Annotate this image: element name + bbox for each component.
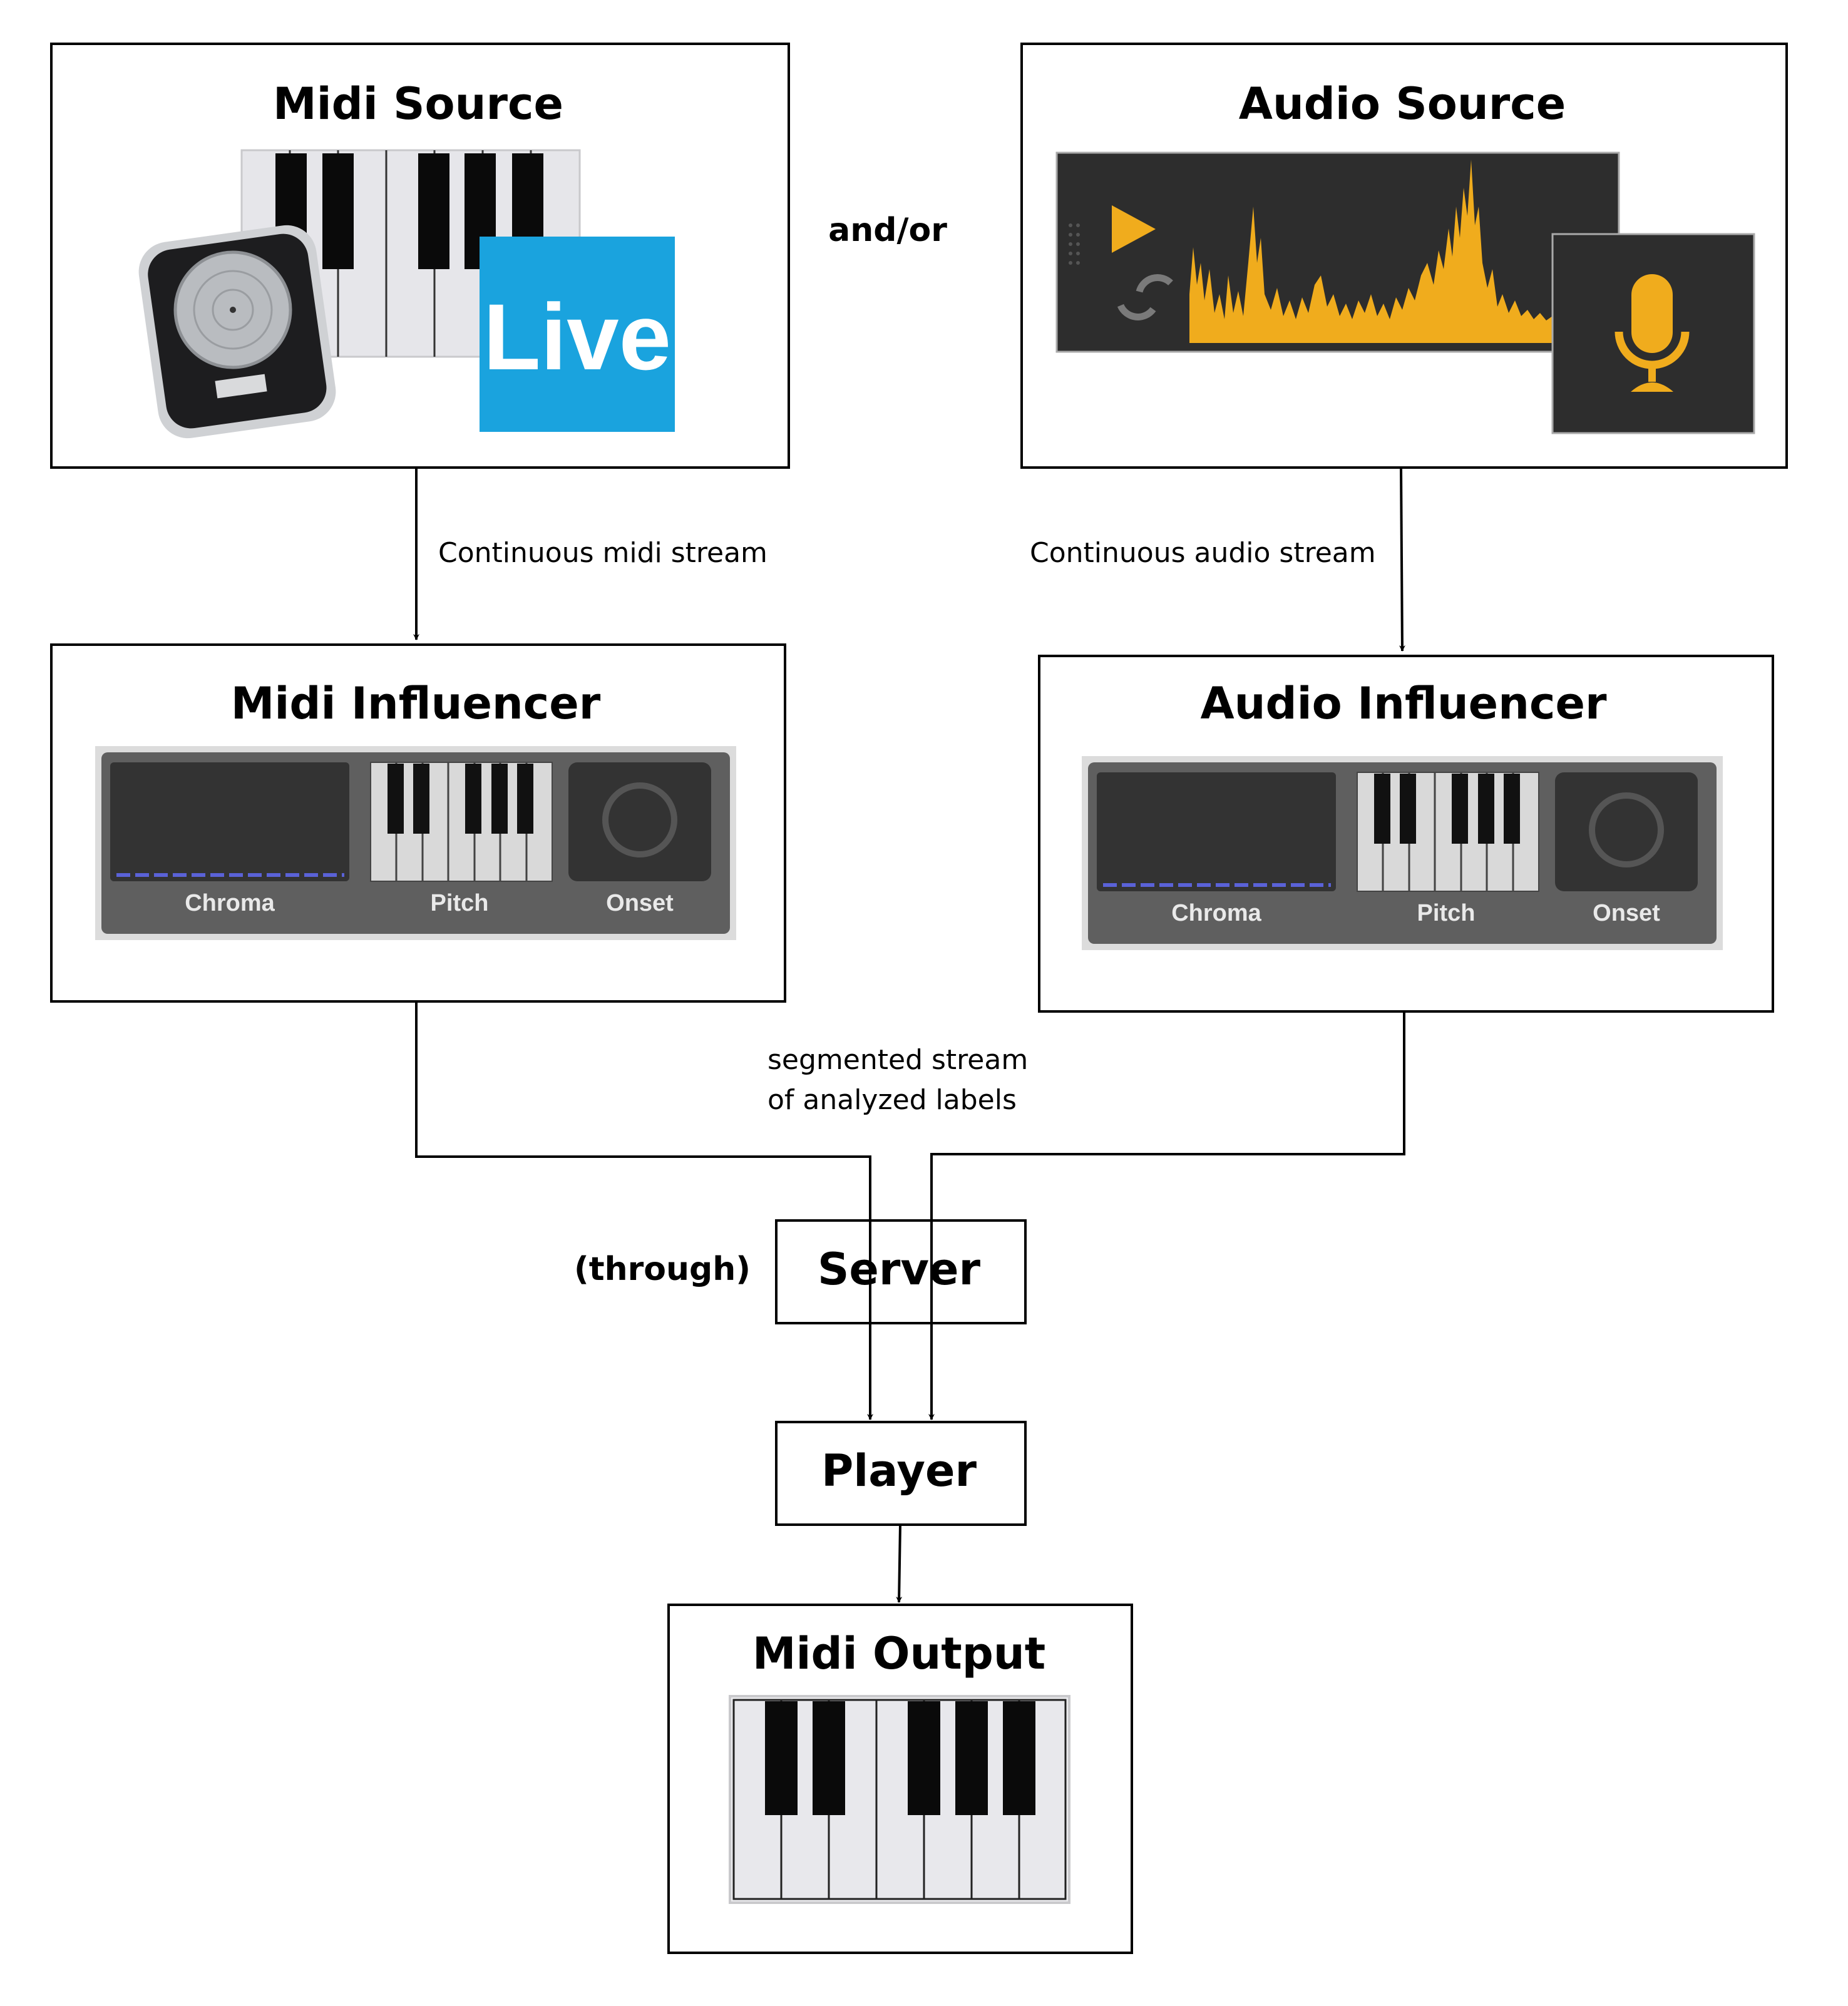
segmented-label-line1: segmented stream bbox=[767, 1044, 1028, 1076]
logic-pro-icon bbox=[138, 225, 336, 439]
server-title: Server bbox=[818, 1244, 981, 1295]
midi-output-title: Midi Output bbox=[752, 1628, 1045, 1679]
audio-labels-connector bbox=[928, 1011, 1405, 1420]
analyzer-panel: Chroma Pitch Onset bbox=[1082, 756, 1723, 950]
pitch-keyboard bbox=[1357, 772, 1539, 892]
pitch-keyboard bbox=[370, 762, 553, 882]
player-node: Player bbox=[775, 1421, 1027, 1526]
audio-influencer-title: Audio Influencer bbox=[1201, 678, 1607, 729]
midi-influencer-node: Midi Influencer bbox=[50, 643, 786, 1003]
chroma-display bbox=[110, 762, 349, 881]
audio-stream-label: Continuous audio stream bbox=[1030, 537, 1376, 569]
midi-influencer-title: Midi Influencer bbox=[231, 678, 601, 729]
play-icon[interactable] bbox=[1112, 205, 1156, 253]
through-label: (through) bbox=[574, 1251, 751, 1288]
midi-source-node: Midi Source bbox=[50, 43, 790, 469]
ableton-live-icon: Live bbox=[480, 237, 675, 432]
audio-stream-arrow bbox=[1399, 467, 1405, 652]
midi-output-node: Midi Output bbox=[667, 1604, 1133, 1954]
chroma-label: Chroma bbox=[185, 890, 275, 916]
analyzer-panel: Chroma Pitch Onset bbox=[95, 746, 736, 940]
audio-influencer-node: Audio Influencer Chro bbox=[1038, 655, 1774, 1013]
onset-display bbox=[1555, 772, 1698, 891]
live-logo-text: Live bbox=[483, 284, 671, 389]
onset-label: Onset bbox=[606, 890, 674, 916]
loop-icon[interactable] bbox=[1117, 274, 1173, 320]
onset-display bbox=[568, 762, 711, 881]
midi-labels-connector bbox=[415, 1001, 873, 1420]
midi-stream-label: Continuous midi stream bbox=[438, 537, 767, 569]
audio-source-title: Audio Source bbox=[1239, 78, 1566, 130]
pitch-label: Pitch bbox=[1417, 900, 1476, 926]
pitch-label: Pitch bbox=[431, 890, 489, 916]
chroma-display bbox=[1097, 772, 1336, 891]
audio-waveform-panel bbox=[1055, 151, 1620, 353]
player-title: Player bbox=[821, 1445, 977, 1497]
microphone-panel bbox=[1551, 233, 1755, 434]
onset-circle-icon bbox=[1589, 792, 1664, 867]
audio-source-node: Audio Source bbox=[1020, 43, 1788, 469]
and-or-label: and/or bbox=[828, 212, 947, 249]
server-node: Server bbox=[775, 1219, 1027, 1324]
chroma-label: Chroma bbox=[1171, 900, 1261, 926]
player-output-arrow bbox=[896, 1524, 903, 1603]
onset-label: Onset bbox=[1593, 900, 1660, 926]
segmented-label-line2: of analyzed labels bbox=[767, 1084, 1017, 1116]
onset-circle-icon bbox=[602, 782, 677, 857]
audio-waveform bbox=[1189, 160, 1553, 343]
midi-source-title: Midi Source bbox=[273, 78, 563, 130]
piano-keyboard-icon bbox=[729, 1695, 1070, 1904]
microphone-icon bbox=[1614, 274, 1690, 392]
